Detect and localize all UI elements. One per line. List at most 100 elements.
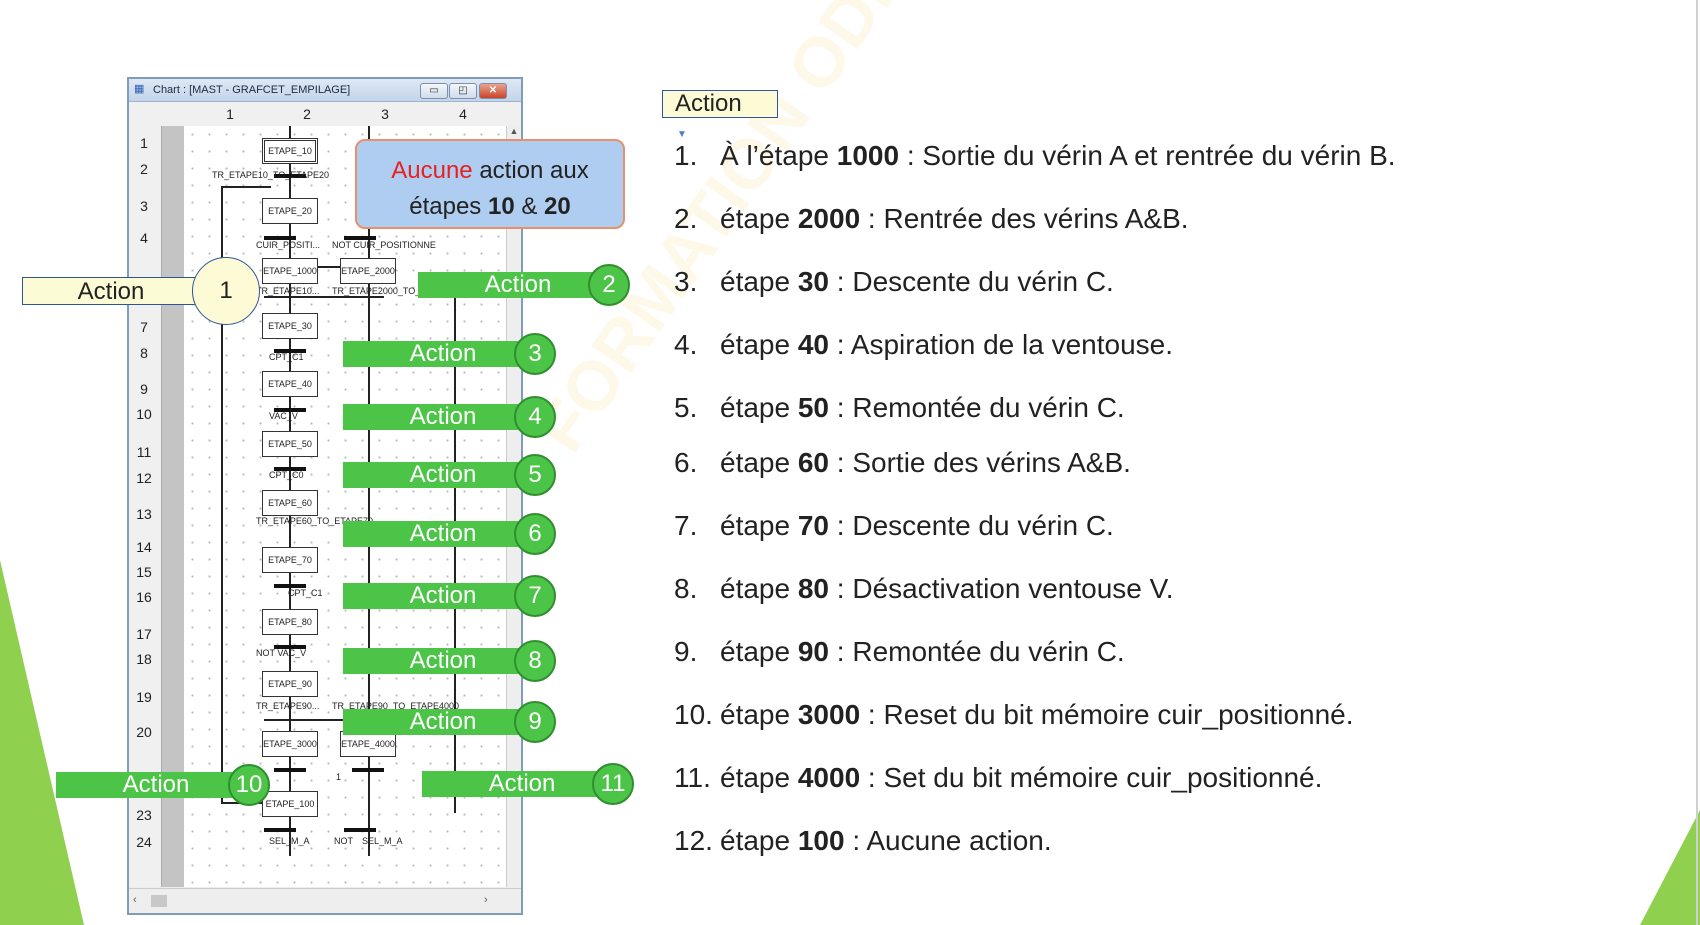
row-10[interactable]: 10 — [136, 406, 152, 422]
step-90[interactable]: ETAPE_90 — [262, 671, 318, 697]
step-100[interactable]: ETAPE_100 — [262, 791, 318, 817]
step-50[interactable]: ETAPE_50 — [262, 431, 318, 457]
step-3000[interactable]: ETAPE_3000 — [262, 731, 318, 757]
row-16[interactable]: 16 — [136, 589, 152, 605]
scroll-right-icon[interactable]: › — [484, 894, 488, 906]
window-title: Chart : [MAST - GRAFCET_EMPILAGE] — [153, 84, 351, 96]
transition-one-b[interactable] — [352, 768, 384, 772]
step-10[interactable]: ETAPE_10 — [262, 138, 318, 164]
callout-number-5: 5 — [514, 454, 556, 496]
row-12[interactable]: 12 — [136, 470, 152, 486]
callout-number-2: 2 — [588, 264, 630, 306]
step-20[interactable]: ETAPE_20 — [262, 198, 318, 224]
step-70[interactable]: ETAPE_70 — [262, 547, 318, 573]
row-14[interactable]: 14 — [136, 539, 152, 555]
row-13[interactable]: 13 — [136, 506, 152, 522]
transition-10-20[interactable] — [274, 174, 306, 178]
action-callout-9: Action — [343, 709, 543, 735]
transition-not-vac[interactable] — [274, 645, 306, 649]
step-1000[interactable]: ETAPE_1000 — [262, 258, 318, 284]
scroll-up-icon[interactable]: ▲ — [509, 126, 519, 136]
row-20[interactable]: 20 — [136, 724, 152, 740]
transition-vac-v[interactable] — [274, 408, 306, 412]
transition-label: CPT_C0 — [269, 470, 304, 480]
row-15[interactable]: 15 — [136, 564, 152, 580]
grafcet-grid[interactable]: ETAPE_10 TR_ETAPE10_TO_ETAPE20 ETAPE_20 … — [184, 126, 507, 887]
callout-number-7: 7 — [514, 575, 556, 617]
row-19[interactable]: 19 — [136, 689, 152, 705]
action-callout-2: Action — [418, 272, 618, 298]
step-40[interactable]: ETAPE_40 — [262, 371, 318, 397]
divergence-bar-1 — [264, 266, 384, 268]
transition-sel-m-a[interactable] — [264, 828, 296, 832]
row-1[interactable]: 1 — [140, 135, 148, 151]
transition-label: TR_ETAPE10_TO_ETAPE20 — [212, 170, 330, 180]
note-red-word: Aucune — [391, 157, 473, 184]
transition-cpt-c1b[interactable] — [274, 584, 306, 588]
row-23[interactable]: 23 — [136, 807, 152, 823]
transition-cpt-c1[interactable] — [274, 349, 306, 353]
transition-label: TR_ETAPE2000_TO_ETAPE30 — [332, 286, 460, 296]
note-text: & — [514, 193, 545, 220]
column-3[interactable]: 3 — [381, 106, 389, 122]
scroll-left-icon[interactable]: ‹ — [133, 894, 137, 906]
row-8[interactable]: 8 — [140, 345, 148, 361]
note-no-action: Aucune action aux étapes 10 & 20 — [355, 139, 625, 229]
chart-app-icon: ▦ — [134, 83, 145, 95]
transition-not-cuir[interactable] — [344, 236, 376, 240]
action-callout-6: Action — [343, 521, 543, 547]
list-item: 11.étape 4000 : Set du bit mémoire cuir_… — [674, 762, 1323, 793]
row-4[interactable]: 4 — [140, 230, 148, 246]
action-callout-5: Action — [343, 462, 543, 488]
convergence-bar-1 — [264, 296, 384, 298]
column-1[interactable]: 1 — [226, 106, 234, 122]
transition-cpt-c0[interactable] — [274, 467, 306, 471]
list-item: 7.étape 70 : Descente du vérin C. — [674, 510, 1114, 541]
column-4[interactable]: 4 — [459, 106, 467, 122]
down-arrow-icon: ▼ — [677, 129, 687, 140]
transition-one-a[interactable] — [274, 768, 306, 772]
transition-label: TR_ETAPE60_TO_ETAPE70 — [256, 516, 374, 526]
transition-cuir[interactable] — [264, 236, 296, 240]
action-callout-8: Action — [343, 648, 543, 674]
transition-label: SEL_M_A — [269, 836, 310, 846]
step-80[interactable]: ETAPE_80 — [262, 609, 318, 635]
row-24[interactable]: 24 — [136, 834, 152, 850]
list-item: 10.étape 3000 : Reset du bit mémoire cui… — [674, 699, 1354, 730]
transition-label: VAC_V — [269, 411, 298, 421]
step-2000[interactable]: ETAPE_2000 — [340, 258, 396, 284]
action-callout-3: Action — [343, 341, 543, 367]
action-callout-4: Action — [343, 404, 543, 430]
row-9[interactable]: 9 — [140, 381, 148, 397]
callout-number-11: 11 — [592, 763, 634, 805]
callout-number-8: 8 — [514, 640, 556, 682]
minimize-button[interactable]: ▭ — [420, 83, 448, 99]
transition-label: NOT — [334, 836, 353, 846]
step-30[interactable]: ETAPE_30 — [262, 313, 318, 339]
branch-vertical-wire — [368, 126, 370, 856]
row-7[interactable]: 7 — [140, 319, 148, 335]
transition-not-sel-m-a[interactable] — [344, 828, 376, 832]
transition-label: SEL_M_A — [362, 836, 403, 846]
horizontal-scrollbar[interactable]: ‹ › — [129, 888, 521, 913]
row-17[interactable]: 17 — [136, 626, 152, 642]
column-2[interactable]: 2 — [303, 106, 311, 122]
maximize-button[interactable]: ◰ — [449, 83, 477, 99]
transition-label: 1 — [336, 772, 342, 782]
list-item: 1.À l’étape 1000 : Sortie du vérin A et … — [674, 140, 1396, 171]
legend-action-tag: Action — [662, 90, 778, 118]
row-18[interactable]: 18 — [136, 651, 152, 667]
note-step-20: 20 — [544, 193, 571, 220]
action-callout-11: Action — [422, 771, 622, 797]
row-2[interactable]: 2 — [140, 161, 148, 177]
transition-label: TR_ETAPE10... — [256, 286, 320, 296]
row-3[interactable]: 3 — [140, 198, 148, 214]
window-titlebar[interactable]: ▦ Chart : [MAST - GRAFCET_EMPILAGE] ▭ ◰ … — [129, 79, 521, 102]
row-11[interactable]: 11 — [136, 444, 152, 460]
scroll-thumb[interactable] — [151, 895, 167, 907]
row-header: 1 2 3 4 6 7 8 9 10 11 12 13 14 15 16 17 … — [129, 126, 162, 887]
close-button[interactable]: ✕ — [479, 83, 507, 99]
step-60[interactable]: ETAPE_60 — [262, 490, 318, 516]
transition-label: CPT_C1 — [269, 352, 304, 362]
